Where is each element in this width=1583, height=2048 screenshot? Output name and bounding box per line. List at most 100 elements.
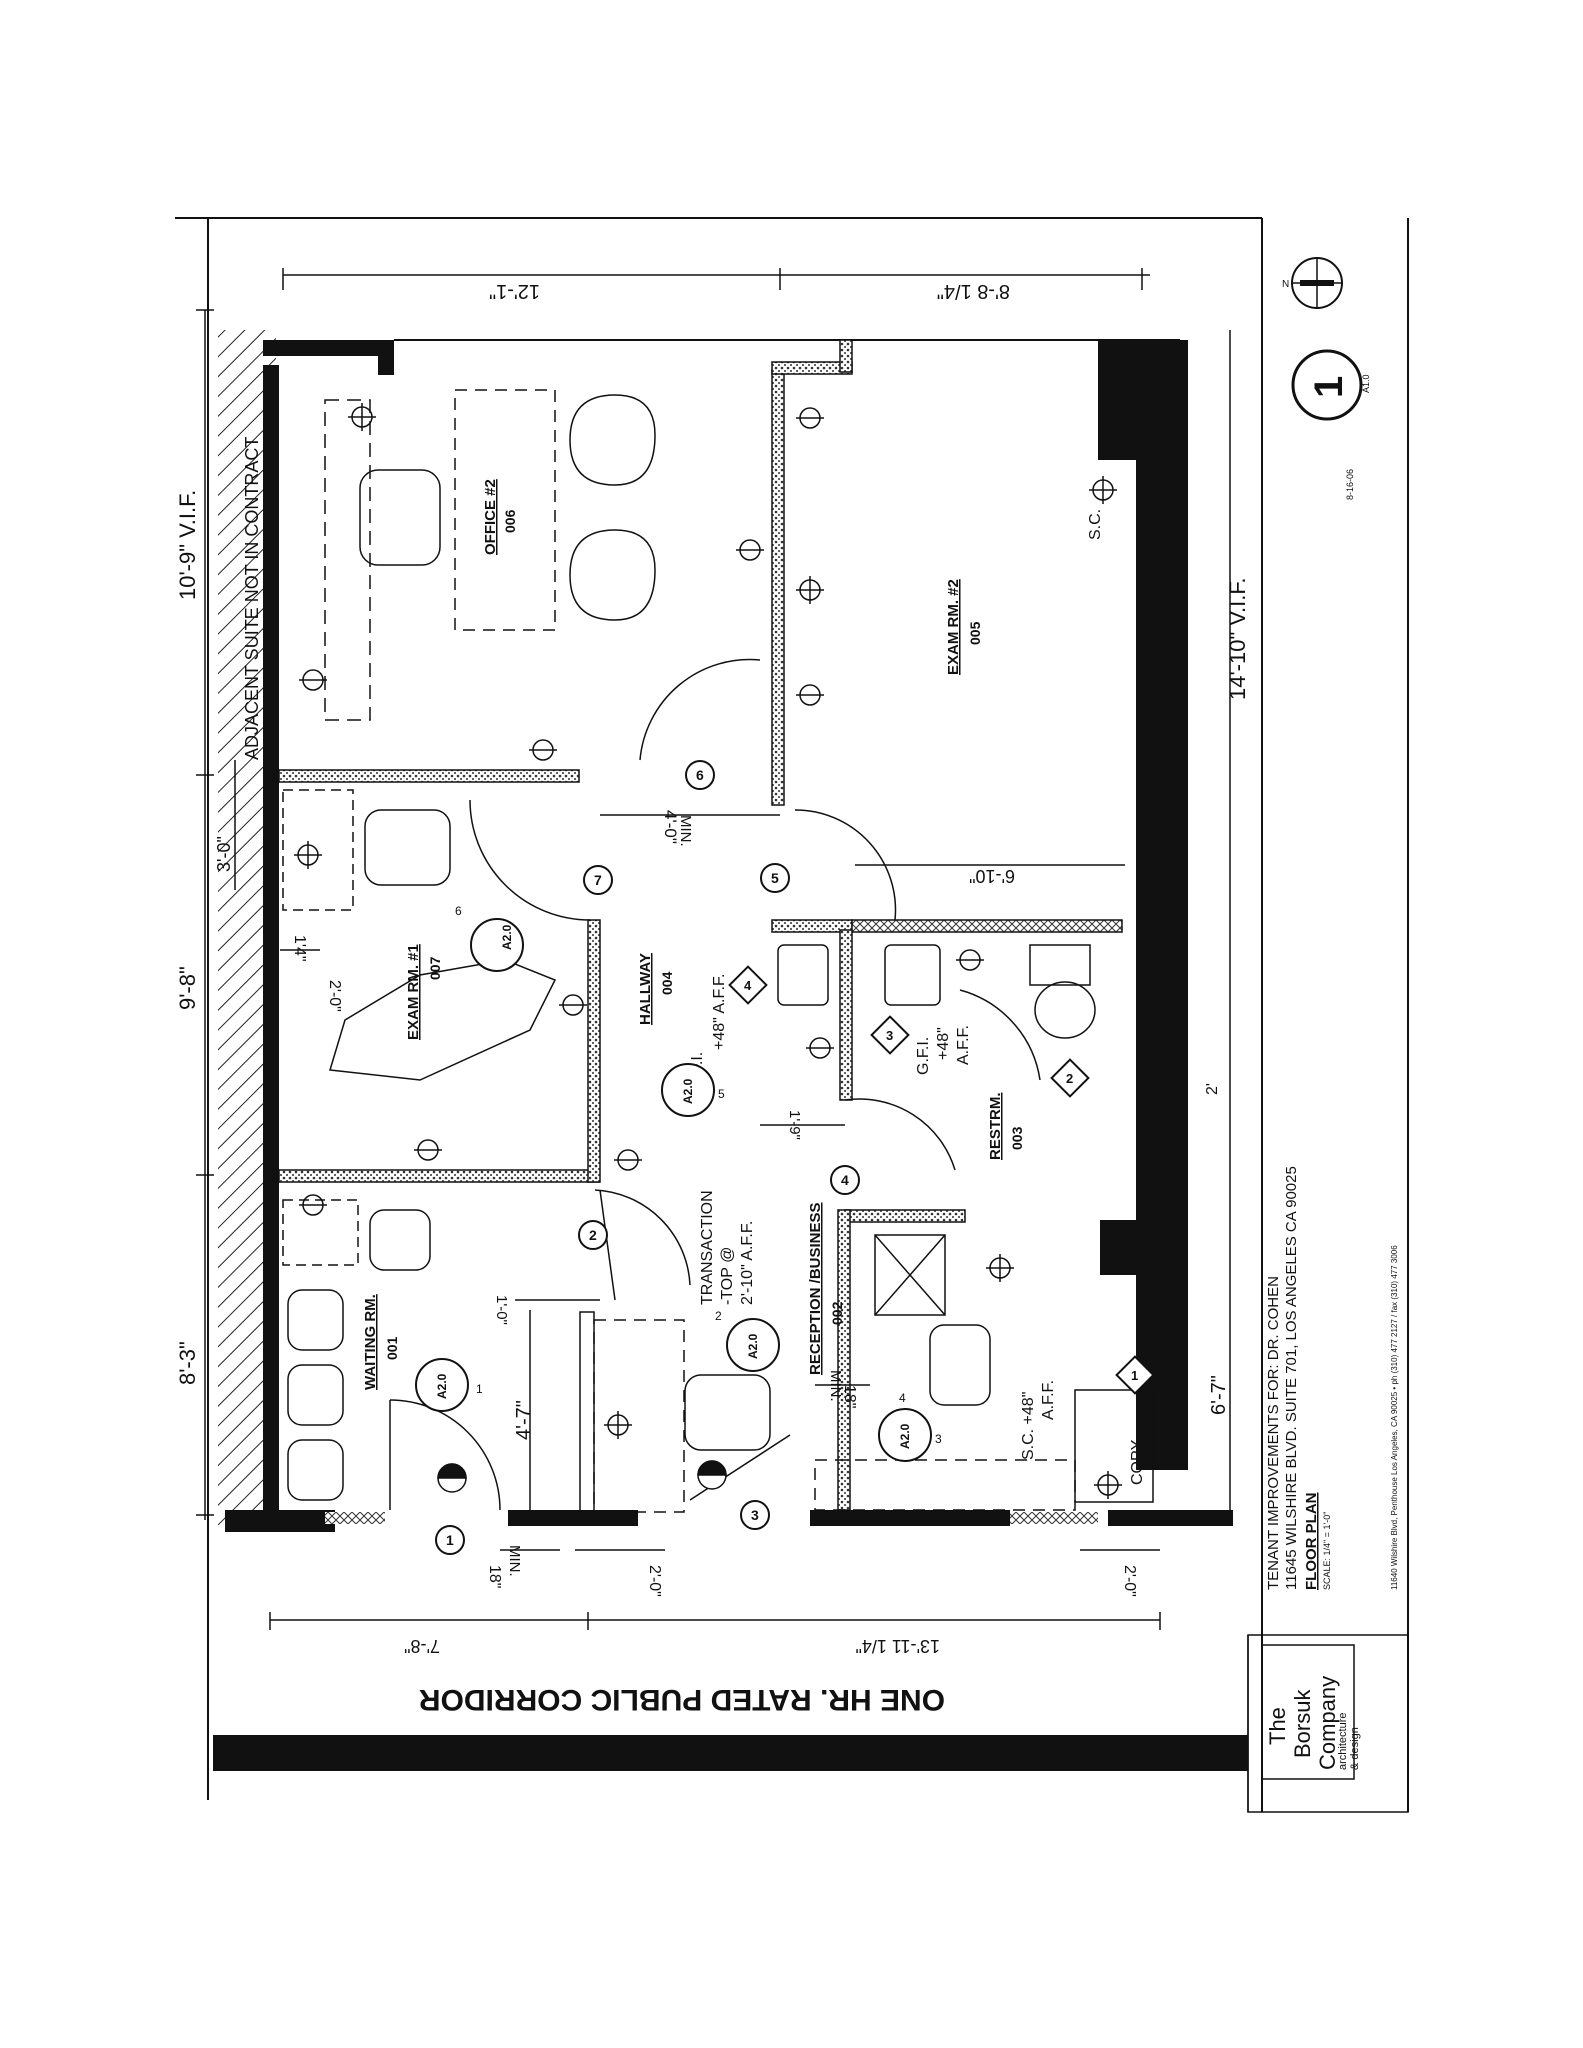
note-min-rec: MIN.: [827, 1370, 844, 1402]
room-waiting-name: WAITING RM.: [362, 1294, 379, 1390]
dim-14-10: 14'-10" V.I.F.: [1225, 578, 1250, 701]
dim-2-0a: 2'-0": [326, 980, 343, 1012]
room-hallway-num: 004: [659, 971, 675, 995]
copy-machine: [1074, 1389, 1154, 1503]
door-tag-5: 5: [771, 870, 779, 886]
guest-chair-2: [569, 529, 656, 621]
room-hallway-name: HALLWAY: [637, 953, 654, 1025]
project-title: TENANT IMPROVEMENTS FOR: DR. COHEN: [1265, 1276, 1282, 1590]
door-3: [689, 1434, 791, 1501]
restroom-sink: [884, 944, 941, 1006]
firm-name-line3: Company: [1315, 1676, 1340, 1770]
sheet-number-bubble: [1291, 349, 1363, 421]
dim-1-9: 1'-9": [786, 1110, 803, 1140]
note-transaction-1: TRANSACTION: [699, 1190, 716, 1305]
door-6: [639, 658, 761, 761]
dim-2-0c: 2'-0": [1121, 1565, 1138, 1597]
dim-18b: 18": [486, 1565, 503, 1588]
dim-4-7: 4'-7": [513, 1400, 535, 1440]
elev-num-6: 6: [455, 904, 462, 918]
room-office2-name: OFFICE #2: [482, 479, 499, 555]
firm-tagline-2: & design: [1349, 1727, 1361, 1770]
note-copy: COPY: [1129, 1439, 1146, 1485]
office-desk: [454, 389, 556, 631]
partitions: [278, 339, 1123, 1513]
door-tag-7: 7: [594, 872, 602, 888]
waiting-chair-2: [287, 1364, 344, 1426]
corridor-label: ONE HR. RATED PUBLIC CORRIDOR: [419, 1683, 945, 1716]
room-exam2-name: EXAM RM. #2: [945, 579, 962, 675]
electrical-symbols: [294, 403, 1122, 1499]
notes: S.C. G.F.I. +48" A.F.F. G.F.I. +48" A.F.…: [506, 509, 1146, 1577]
diamond-tags: 1 2 3 4: [728, 965, 1155, 1395]
sink: [777, 944, 829, 1006]
note-gfi-rest-2: +48": [935, 1027, 952, 1060]
door-5: [794, 809, 897, 921]
walls: [225, 339, 1233, 1532]
furniture: [282, 389, 1154, 1511]
sheet-border: [175, 217, 1409, 1812]
dim-9-8: 9'-8": [175, 966, 200, 1010]
door-tag-1: 1: [446, 1532, 454, 1548]
door-4: [844, 1098, 956, 1171]
door-7: [469, 799, 591, 921]
door-tag-2: 2: [589, 1227, 597, 1243]
dim-6-7: 6'-7": [1208, 1375, 1230, 1415]
room-restrm-num: 003: [1009, 1126, 1025, 1150]
sheet-ref: A1.0: [1361, 374, 1371, 393]
dim-7-8: 7'-8": [404, 1636, 440, 1656]
dimension-lines: [196, 268, 1231, 1630]
reception-chair: [684, 1374, 771, 1451]
firm-tagline-1: architecture: [1337, 1713, 1349, 1770]
dim-4-0: 4'-0": [661, 810, 680, 844]
door-tag-4: 4: [841, 1172, 849, 1188]
dim-12-1: 12'-1": [489, 280, 540, 302]
firm-name-line1: The: [1265, 1707, 1290, 1745]
doors: [389, 658, 1041, 1511]
note-transaction-3: 2'-10" A.F.F.: [739, 1221, 756, 1305]
room-reception-name: RECEPTION /BUSINESS: [807, 1202, 824, 1375]
note-transaction-2: -TOP @: [719, 1247, 736, 1305]
note-sc48-2: A.F.F.: [1040, 1380, 1057, 1420]
door-tags: 1 2 3 4 5 6 7: [435, 760, 860, 1555]
room-office2-num: 006: [502, 509, 518, 533]
note-sc48-1: S.C. +48": [1020, 1392, 1037, 1460]
dim-10-9: 10'-9" V.I.F.: [175, 490, 200, 600]
guest-chair-1: [569, 394, 656, 486]
elev-num-1: 1: [476, 1382, 483, 1396]
waiting-chair-1: [287, 1289, 344, 1351]
dim-2-0b: 2'-0": [646, 1565, 663, 1597]
tag-1: 1: [1131, 1368, 1138, 1383]
sheet-number: 1: [1307, 376, 1351, 398]
elev-ref-6: A2.0: [500, 924, 514, 950]
dim-2: 2': [1204, 1083, 1221, 1095]
room-restrm-name: RESTRM.: [987, 1093, 1004, 1161]
dim-1-4: 1'4": [291, 935, 308, 962]
reception-chair-2: [929, 1324, 991, 1406]
storage-x: [874, 1234, 946, 1316]
elev-num-2: 2: [715, 1309, 722, 1323]
elev-ref-5: A2.0: [681, 1078, 695, 1104]
door-restroom: [959, 989, 1041, 1081]
door-1: [389, 1399, 501, 1511]
elev-num-4: 4: [899, 1391, 906, 1405]
dim-18a: 18": [841, 1385, 858, 1408]
tag-2: 2: [1066, 1071, 1073, 1086]
toilet-tank: [1029, 944, 1091, 986]
exam1-chair: [364, 809, 451, 886]
elev-ref-2: A2.0: [746, 1333, 760, 1359]
tag-4: 4: [744, 978, 752, 993]
note-gfi-hall-2: +48" A.F.F.: [711, 974, 728, 1050]
note-min-hall: MIN.: [677, 815, 694, 847]
elevation-callouts: A2.0 6 A2.0 5 A2.0 1 A2.0 2 A2.0 3 4: [415, 904, 942, 1462]
elev-ref-1: A2.0: [435, 1373, 449, 1399]
door-tag-6: 6: [696, 767, 704, 783]
exam-table: [329, 959, 557, 1081]
toilet: [1034, 981, 1096, 1039]
door-tag-3: 3: [751, 1507, 759, 1523]
note-gfi-rest-1: G.F.I.: [915, 1037, 932, 1075]
dim-8-3: 8'-3": [175, 1341, 200, 1385]
title-block: The Borsuk Company architecture & design…: [1247, 257, 1409, 1813]
room-exam1-num: 007: [427, 956, 443, 980]
